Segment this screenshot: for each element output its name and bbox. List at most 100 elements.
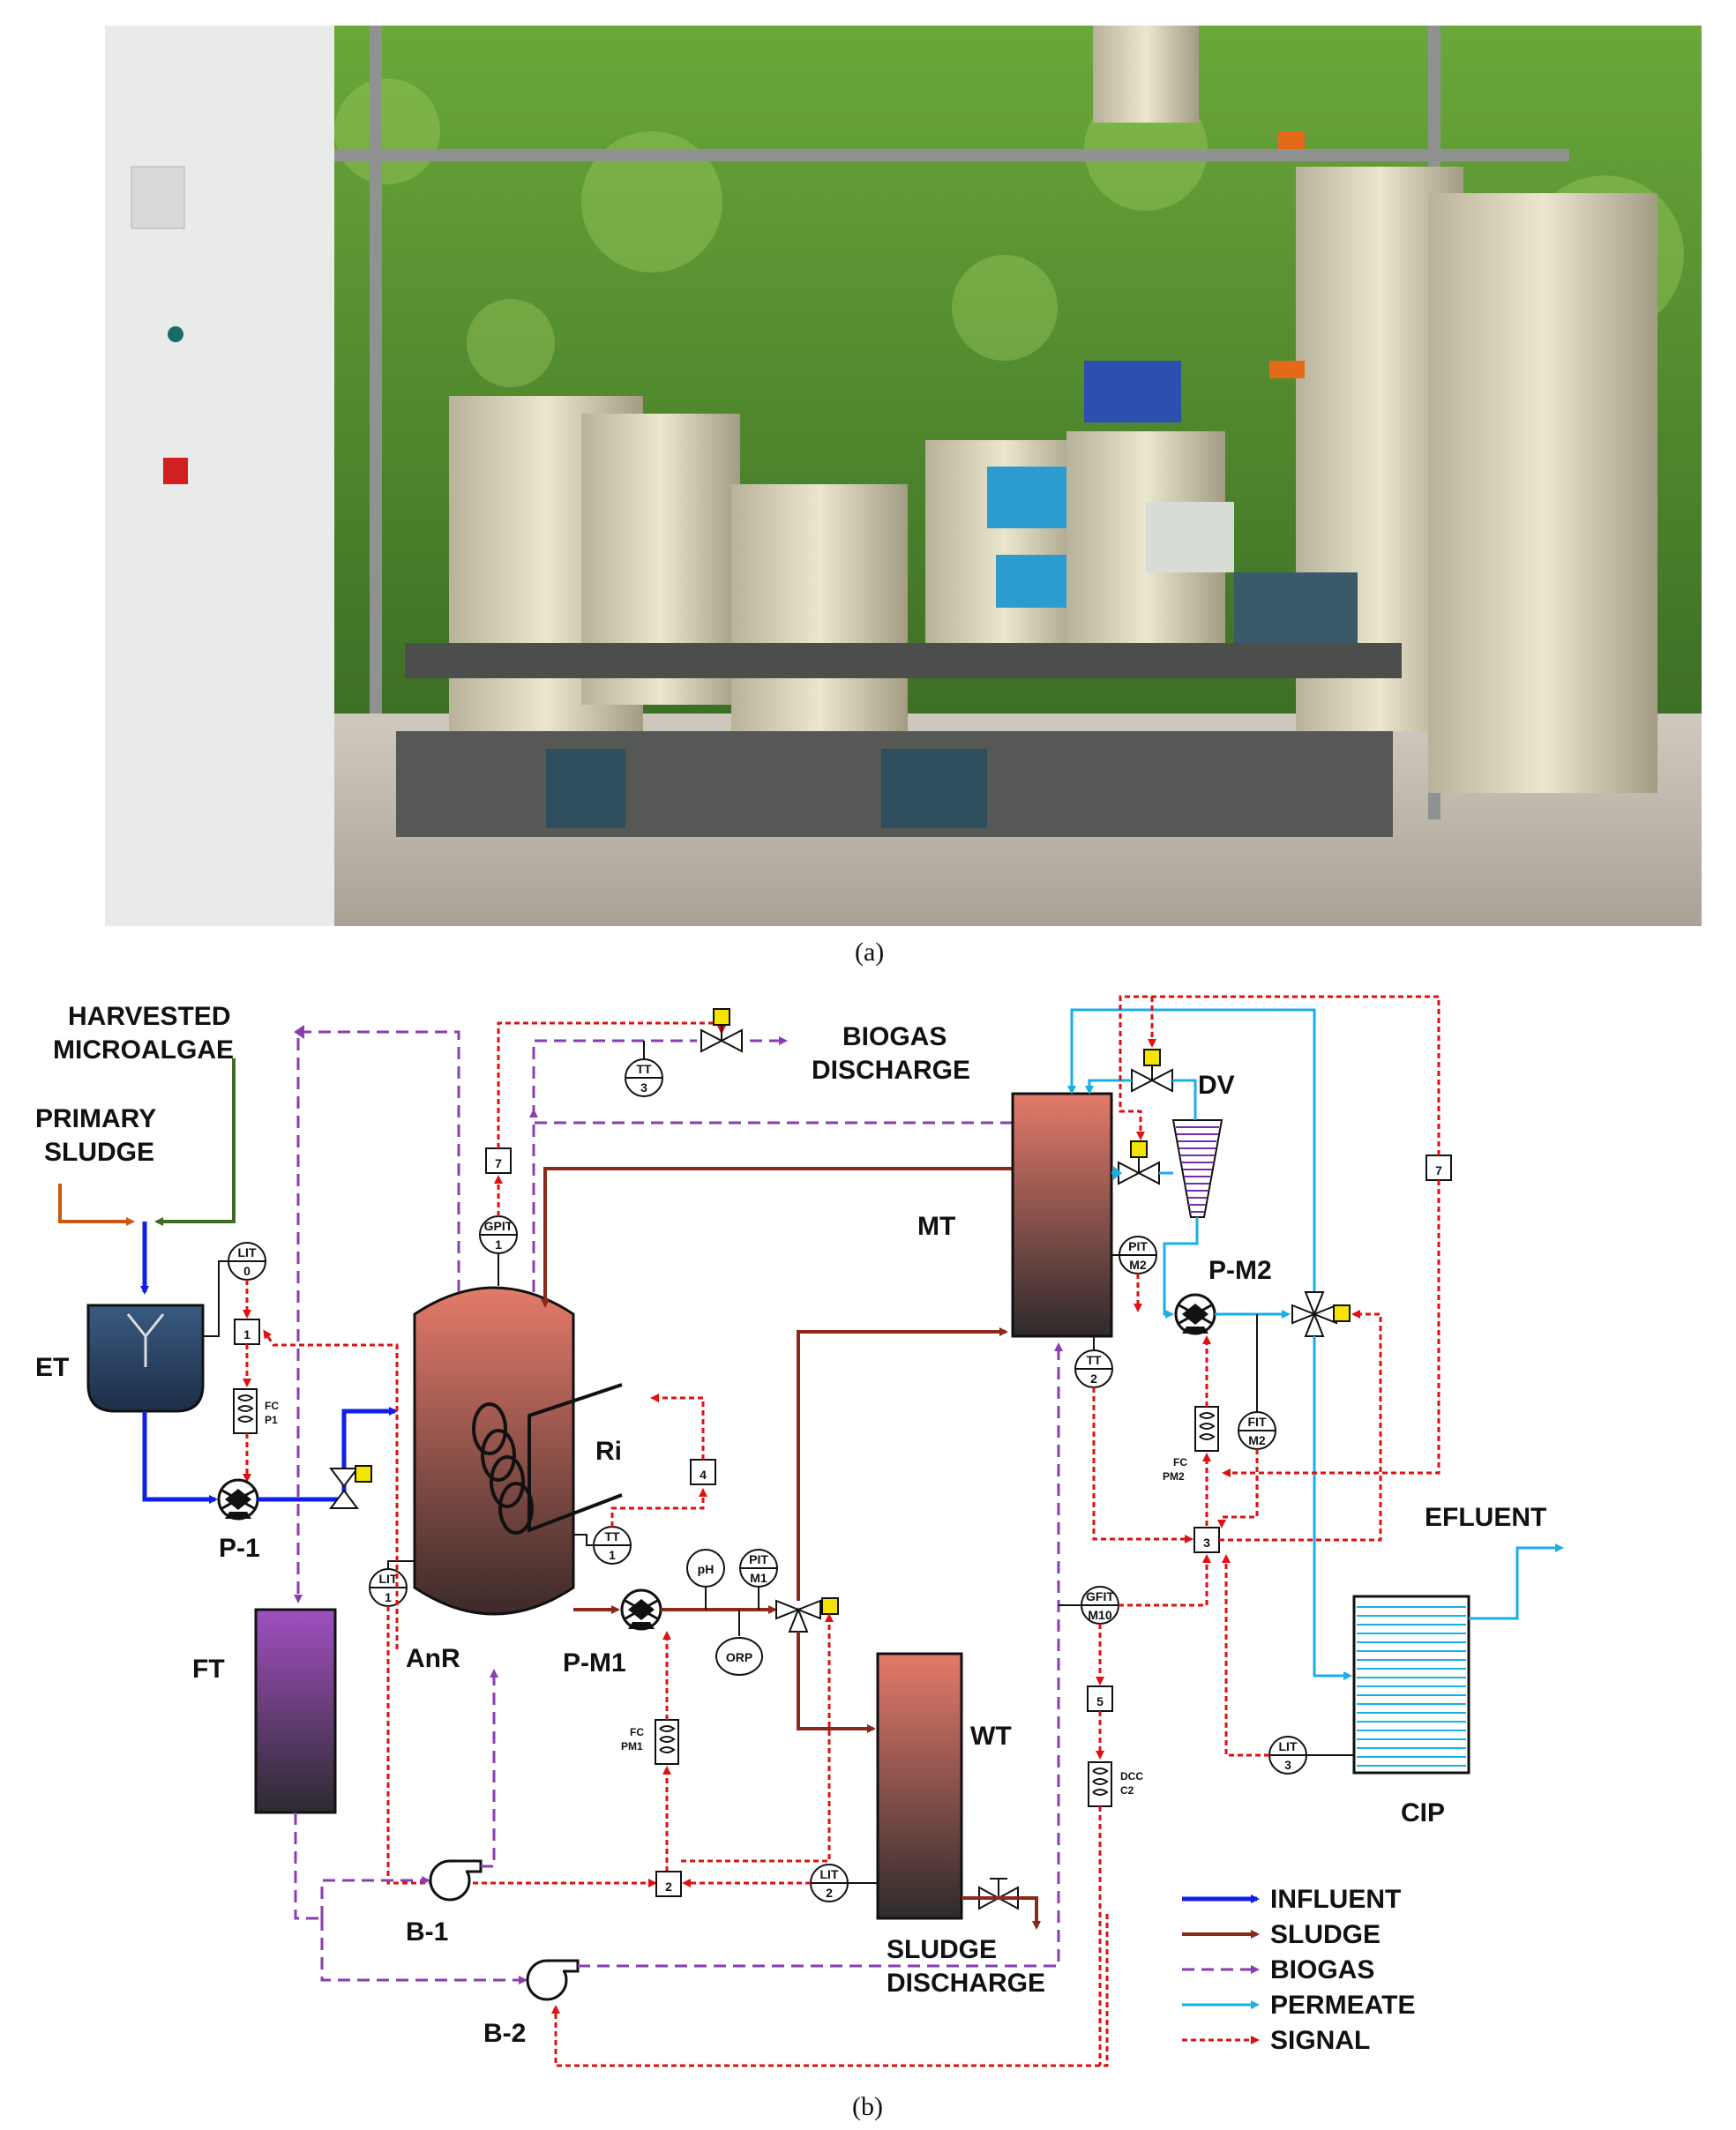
b2-to-mt-line [578, 1342, 1063, 1968]
signal-box1-return [263, 1329, 399, 1649]
p1-to-valve-line [258, 1407, 398, 1502]
mt-tank [1011, 1092, 1113, 1338]
svg-text:PIT: PIT [749, 1552, 768, 1566]
p1-pump-icon [217, 1478, 259, 1521]
biogas-mt-return-line [529, 1109, 1013, 1125]
effluent-line [1469, 1543, 1564, 1620]
signal-tt1-box4 [610, 1488, 707, 1527]
svg-text:7: 7 [495, 1156, 502, 1170]
lit1-connector [387, 1560, 415, 1568]
svg-text:M2: M2 [1248, 1433, 1266, 1447]
sludge-discharge-label: SLUDGE DISCHARGE [887, 1935, 1045, 1998]
svg-text:DISCHARGE: DISCHARGE [887, 1969, 1045, 1998]
box-6: 7 [485, 1147, 512, 1174]
svg-text:ORP: ORP [726, 1650, 752, 1664]
svg-text:BIOGAS: BIOGAS [842, 1022, 947, 1051]
svg-text:DISCHARGE: DISCHARGE [812, 1056, 970, 1085]
tt2-instrument: TT 2 [1074, 1349, 1113, 1388]
harvested-microalgae-label: HARVESTED MICROALGAE [53, 1002, 234, 1065]
gpit1-instrument: GPIT 1 [479, 1215, 518, 1254]
primary-sludge-label: PRIMARY SLUDGE [35, 1104, 156, 1167]
svg-text:PM1: PM1 [621, 1740, 643, 1753]
tt3-instrument: TT 3 [625, 1058, 663, 1097]
legend-permeate: PERMEATE [1270, 1991, 1415, 2020]
et-to-p1-line [142, 1411, 218, 1504]
process-diagram: HARVESTED MICROALGAE PRIMARY SLUDGE ET L… [35, 995, 1564, 2067]
pitm2-instrument: PIT M2 [1119, 1236, 1157, 1274]
caption-a: (a) [855, 938, 885, 967]
cip-label: CIP [1401, 1798, 1445, 1827]
orp-instrument: ORP [715, 1637, 763, 1676]
b2-blower-icon [526, 1959, 580, 2001]
wt-tank [876, 1652, 963, 1920]
biogas-ft-down-line [294, 1812, 322, 1920]
svg-text:M1: M1 [750, 1571, 767, 1585]
p1-label: P-1 [219, 1534, 260, 1563]
tt1-instrument: TT 1 [593, 1526, 632, 1565]
cip-tank [1352, 1595, 1470, 1775]
signal-box3-pm2-valve [1219, 1310, 1382, 1542]
svg-text:1: 1 [609, 1548, 616, 1562]
b2-label: B-2 [483, 2019, 526, 2048]
signal-gfitm10-box3 [1119, 1554, 1211, 1607]
biogas-valve-icon [700, 1008, 743, 1053]
svg-text:SLUDGE: SLUDGE [887, 1935, 997, 1964]
box-5: 5 [1087, 1685, 1113, 1712]
signal-box7-fcpm2 [1222, 1180, 1440, 1477]
lit2-instrument: LIT 2 [810, 1864, 849, 1902]
svg-text:DCC: DCC [1120, 1770, 1143, 1782]
signal-dcc-to-b2 [551, 1914, 1109, 2067]
svg-text:TT: TT [604, 1529, 620, 1543]
pm2-threeway-valve-icon [1291, 1291, 1351, 1337]
svg-text:FC: FC [630, 1726, 644, 1738]
fc-p1-controller: FC P1 [233, 1388, 279, 1434]
svg-text:TT: TT [636, 1062, 652, 1076]
signal-dv-top-to-box7 [1119, 995, 1440, 1155]
permeate-top-loop [1067, 1008, 1316, 1482]
fc-pm1-controller: FC PM1 [621, 1719, 679, 1765]
svg-text:3: 3 [1284, 1758, 1291, 1772]
dv-valve-side-icon [1118, 1140, 1160, 1185]
ft-label: FT [192, 1655, 225, 1684]
biogas-arrow-left [294, 1025, 304, 1039]
box-1: 1 [234, 1319, 260, 1345]
primary-sludge-line [58, 1184, 135, 1226]
threeway-valve-icon [775, 1597, 839, 1633]
signal-tt2-box3 [1092, 1387, 1194, 1543]
lit0-instrument: LIT 0 [228, 1242, 266, 1281]
pm1-pump-icon [620, 1588, 662, 1631]
ph-instrument: pH [686, 1549, 725, 1588]
mt-label: MT [917, 1212, 955, 1241]
anr-label: AnR [406, 1644, 460, 1673]
svg-text:7: 7 [1435, 1163, 1442, 1177]
svg-text:5: 5 [1096, 1694, 1104, 1708]
dcc-c2-controller: DCC C2 [1088, 1761, 1143, 1807]
ft-tank [254, 1608, 337, 1814]
sludge-discharge-valve-icon [978, 1878, 1019, 1910]
svg-text:HARVESTED: HARVESTED [68, 1002, 230, 1031]
svg-text:M2: M2 [1129, 1258, 1147, 1272]
dv-cone-hatch [1176, 1126, 1219, 1213]
lit0-connector [203, 1260, 228, 1337]
microalgae-line [154, 1058, 236, 1226]
gfitm10-instrument: GFIT M10 [1081, 1586, 1119, 1625]
svg-text:LIT: LIT [379, 1572, 398, 1586]
svg-text:LIT: LIT [238, 1245, 257, 1259]
box-3: 3 [1194, 1527, 1220, 1553]
svg-text:GPIT: GPIT [484, 1219, 513, 1233]
signal-box4-ri [650, 1394, 705, 1460]
biogas-to-discharge-line [532, 1039, 697, 1292]
pm1-label: P-M1 [563, 1648, 626, 1678]
box-7: 7 [1425, 1155, 1452, 1181]
svg-text:2: 2 [826, 1886, 833, 1900]
pitm1-instrument: PIT M1 [739, 1549, 778, 1588]
svg-text:FC: FC [265, 1400, 279, 1412]
lit3-instrument: LIT 3 [1268, 1736, 1307, 1775]
pilot-plant-photo [105, 26, 1702, 926]
svg-text:GFIT: GFIT [1086, 1589, 1114, 1603]
caption-b: (b) [852, 2092, 883, 2121]
mt-to-anr-sludge-line [541, 1167, 1013, 1308]
biogas-to-b2-line [320, 1918, 528, 1984]
fc-pm2-controller: FC PM2 [1163, 1406, 1219, 1483]
permeate-dv-top [1172, 1079, 1197, 1120]
